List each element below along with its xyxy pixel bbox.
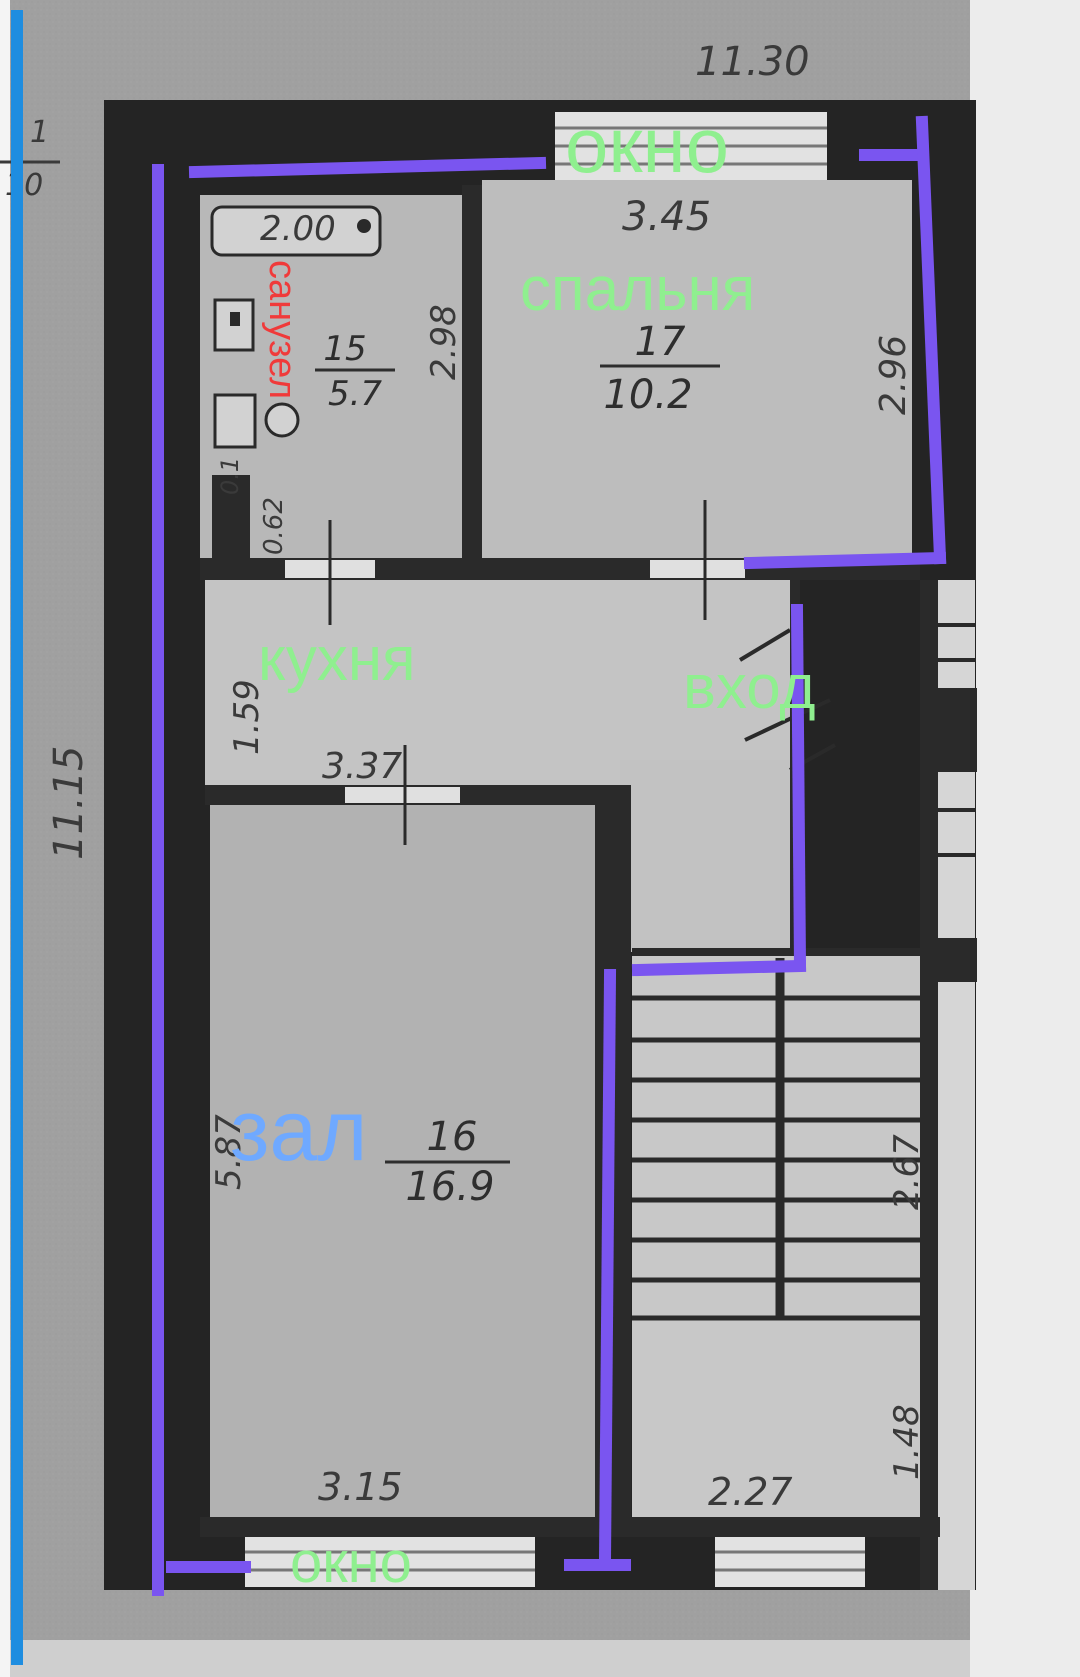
label-bedroom: спальня: [520, 255, 755, 324]
wall-stair-top: [632, 948, 922, 956]
toilet-fixture: [213, 393, 300, 449]
dimension-bath-small2: 0.1: [216, 457, 244, 495]
corner-fraction-top: 1: [30, 115, 49, 150]
sink-fixture: [213, 298, 255, 352]
dimension-top-total: 11.30: [695, 39, 810, 85]
room-bedroom-number: 17: [635, 319, 686, 365]
door-hall: [345, 787, 460, 803]
bathtub: [210, 205, 382, 257]
right-strip-steps: [923, 623, 977, 982]
dimension-bath-small: 0.62: [259, 497, 289, 555]
room-bedroom-fraction: 17 10.2: [600, 319, 720, 418]
wall-bath-bedroom: [462, 185, 482, 565]
apartment-outline: [152, 115, 947, 1596]
dimension-stair-height-lower: 1.48: [887, 1404, 927, 1480]
room-bath-area: 5.7: [328, 374, 382, 414]
dimension-hall-width: 3.15: [318, 1465, 403, 1509]
floor-kitchen: [205, 578, 790, 788]
label-window-top: окно: [565, 101, 729, 189]
scan-right-margin: [970, 0, 1080, 1677]
dimension-bathtub: 2.00: [260, 209, 336, 249]
dimension-stair-height-upper: 2.67: [887, 1134, 927, 1210]
label-window-bottom: окно: [290, 1530, 412, 1595]
dimension-bedroom-width: 3.45: [622, 194, 711, 240]
door-ticks: [328, 500, 707, 845]
door-bedroom: [650, 560, 745, 578]
room-hall-number: 16: [427, 1114, 478, 1160]
label-entrance: вход: [683, 653, 816, 722]
window-frame-top: [555, 112, 827, 180]
label-hall: зал: [230, 1083, 367, 1179]
room-hall-area: 16.9: [405, 1164, 494, 1210]
label-kitchen: кухня: [258, 625, 416, 694]
floor-bedroom: [482, 180, 912, 558]
scan-bottom-strip: [10, 1640, 970, 1677]
room-bath-number: 15: [323, 329, 366, 369]
dimension-bedroom-height: 2.96: [873, 335, 914, 415]
dimension-left-total: 11.15: [46, 745, 92, 860]
label-bathroom: санузел: [261, 260, 303, 399]
corner-fraction-bottom: 10: [5, 168, 43, 203]
window-frame-bottom-right: [715, 1537, 865, 1587]
wall-right-column: [920, 580, 938, 1590]
dimension-bath-height: 2.98: [424, 304, 464, 380]
floor-entrance: [620, 760, 790, 952]
room-bedroom-area: 10.2: [603, 372, 692, 418]
window-frame-bottom: [245, 1537, 535, 1587]
room-hall-fraction: 16 16.9: [385, 1114, 510, 1210]
staircase: [632, 958, 925, 1321]
dimension-hall-height: 5.87: [209, 1114, 249, 1190]
dimension-kitchen-width: 3.37: [322, 746, 402, 787]
dimension-stair-width: 2.27: [708, 1470, 793, 1514]
room-bath-fraction: 15 5.7: [315, 329, 395, 414]
wall-bottom-inner: [200, 1517, 940, 1537]
bath-shaft: [212, 475, 250, 560]
dimension-kitchen-height: 1.59: [227, 679, 267, 755]
